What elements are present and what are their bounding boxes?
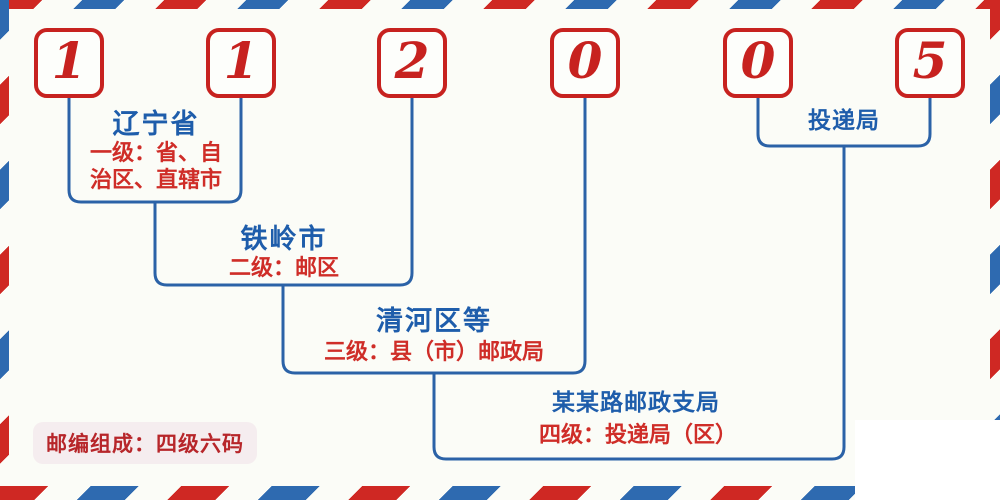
level3-place-label: 清河区等: [376, 306, 492, 336]
airmail-border-right: [990, 0, 1000, 425]
composition-badge-text: 邮编组成：四级六码: [46, 433, 244, 456]
postal-digit-box-4: 0: [550, 28, 620, 98]
postal-digit-box-1: 1: [34, 28, 104, 98]
bracket-delivery-bureau: [756, 96, 932, 148]
postal-digit-box-5: 0: [723, 28, 793, 98]
composition-badge: 邮编组成：四级六码: [33, 422, 257, 464]
level2-meaning-label: 二级：邮区: [228, 255, 340, 280]
postal-digit-5: 0: [740, 31, 776, 90]
airmail-border-bottom: [0, 486, 858, 500]
airmail-border-top: [0, 0, 1000, 9]
airmail-border-left: [0, 0, 9, 500]
postal-digit-1: 1: [51, 31, 87, 90]
postal-digit-box-3: 2: [377, 28, 447, 98]
level3-meaning-label: 三级：县（市）邮政局: [323, 339, 545, 364]
bracket-level4: [432, 144, 846, 461]
level4-meaning-label: 四级：投递局（区）: [538, 422, 738, 447]
postal-digit-3: 2: [394, 31, 430, 90]
level1-place-label: 辽宁省: [112, 109, 200, 139]
level2-place-label: 铁岭市: [240, 224, 328, 254]
level1-meaning-label: 一级：省、自治区、直辖市: [89, 140, 222, 192]
postal-digit-box-6: 5: [895, 28, 965, 98]
postal-digit-4: 0: [567, 31, 603, 90]
postal-digit-6: 5: [912, 31, 948, 90]
postal-digit-2: 1: [223, 31, 259, 90]
postal-digit-box-2: 1: [206, 28, 276, 98]
blank-corner-patch: [855, 420, 1000, 500]
level4-place-label: 某某路邮政支局: [552, 389, 720, 415]
delivery-bureau-label: 投递局: [808, 107, 880, 133]
